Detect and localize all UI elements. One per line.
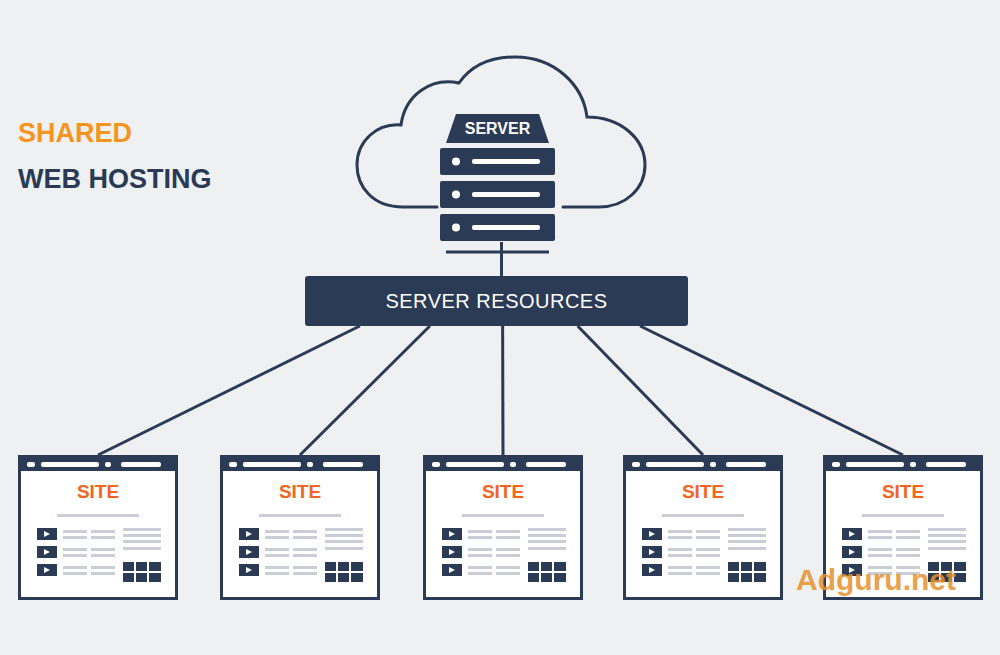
- site-mockup: [223, 458, 377, 597]
- server-units: [440, 148, 555, 241]
- site-mockup: [626, 458, 780, 597]
- connector-line: [640, 326, 903, 455]
- site-label: SITE: [826, 480, 980, 504]
- watermark: Adguru.net: [796, 563, 956, 597]
- site-label: SITE: [223, 480, 377, 504]
- site-window: SITE: [423, 455, 583, 600]
- connector-line: [500, 242, 503, 276]
- site-mockup: [426, 458, 580, 597]
- site-window: SITE: [623, 455, 783, 600]
- heading-accent: SHARED: [18, 118, 132, 149]
- site-label: SITE: [21, 480, 175, 504]
- connector-line: [578, 326, 703, 455]
- heading: WEB HOSTING: [18, 164, 212, 195]
- site-window: SITE: [18, 455, 178, 600]
- server-crossbar: [446, 251, 549, 254]
- server-label: SERVER: [447, 115, 548, 143]
- resource-bar: SERVER RESOURCES: [305, 276, 688, 326]
- resource-label: SERVER RESOURCES: [385, 290, 607, 313]
- cloud-outline: [355, 55, 648, 242]
- site-window: SITE: [220, 455, 380, 600]
- site-label: SITE: [426, 480, 580, 504]
- site-mockup: [21, 458, 175, 597]
- connector-line: [501, 326, 504, 455]
- server-cap: [446, 114, 549, 143]
- connector-line: [300, 326, 430, 455]
- cloud-server: SERVER: [355, 55, 648, 242]
- site-label: SITE: [626, 480, 780, 504]
